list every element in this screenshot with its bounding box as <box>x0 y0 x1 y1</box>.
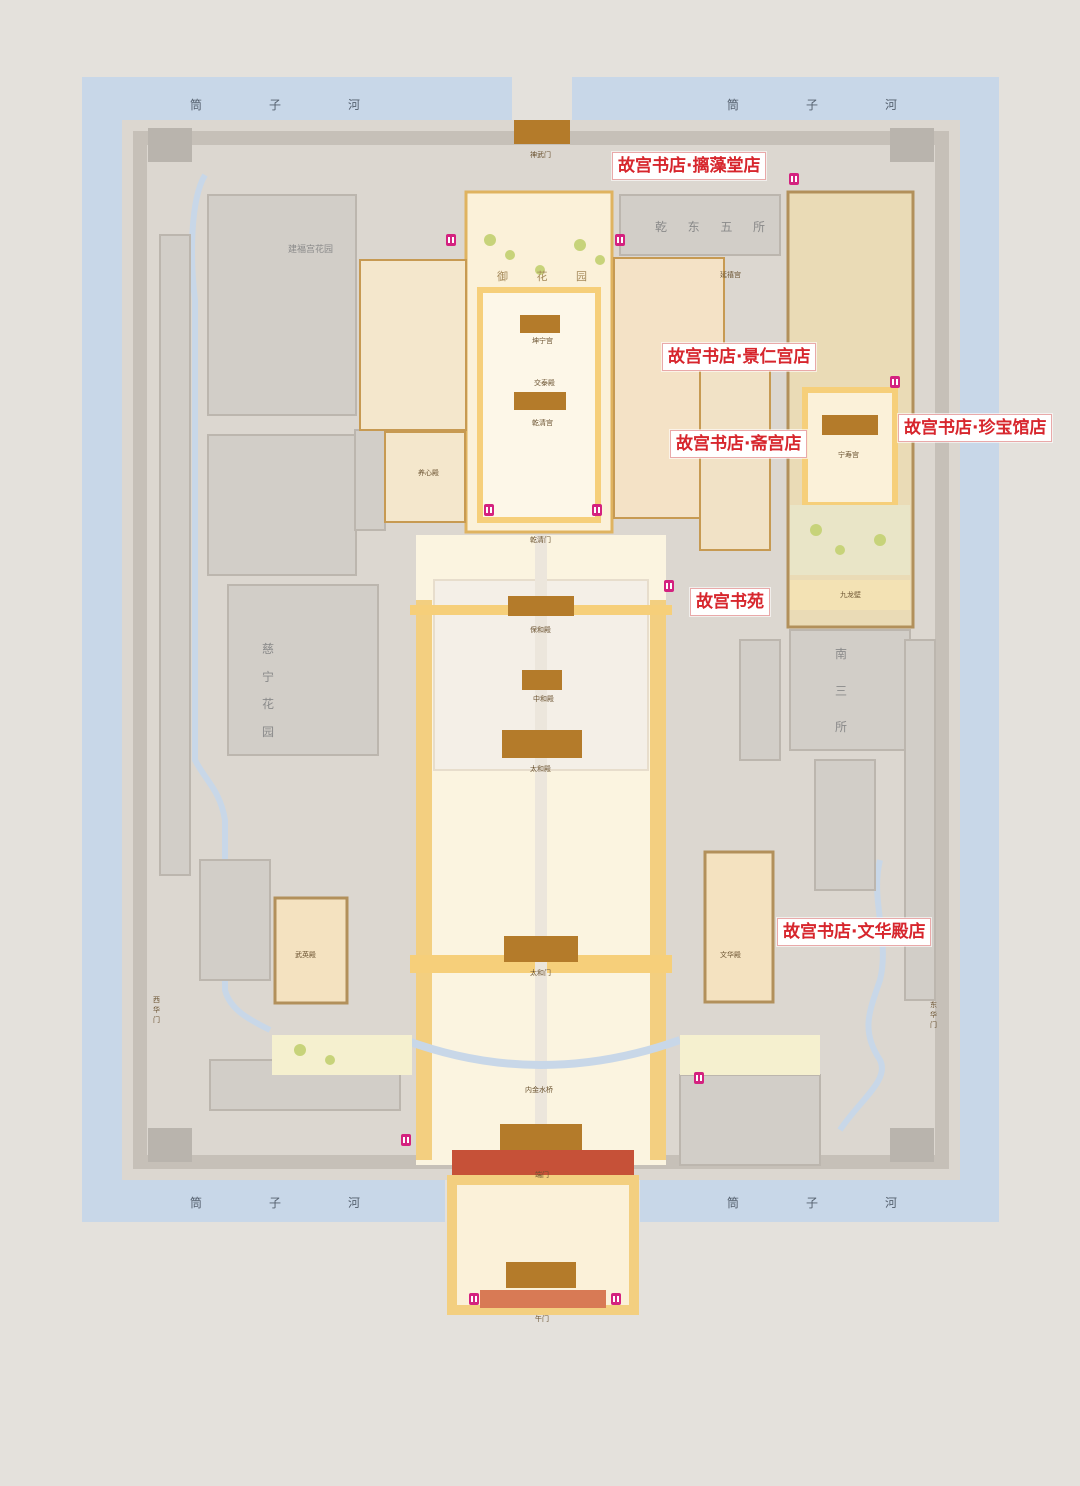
area-char: 五 <box>720 220 733 234</box>
label-qianqinggong: 乾清宫 <box>532 419 553 427</box>
moat-char: 河 <box>884 1196 897 1210</box>
label-taihedian: 太和殿 <box>530 765 551 773</box>
label-neijinshuiqiao: 内金水桥 <box>525 1086 553 1094</box>
restroom-icon <box>611 1293 621 1305</box>
moat-char: 河 <box>347 98 360 112</box>
label-donghuamen: 东华门 <box>930 1001 937 1029</box>
area-char: 宁 <box>262 669 275 684</box>
restroom-icon <box>446 234 456 246</box>
label-yanxigong: 延禧宫 <box>720 271 741 279</box>
label-baohedian: 保和殿 <box>530 626 551 634</box>
store-label-jingren[interactable]: 故宫书店·景仁宫店 <box>662 343 817 371</box>
label-zhonghedian: 中和殿 <box>533 695 554 703</box>
moat-char: 筒 <box>190 1196 203 1210</box>
restroom-icon <box>789 173 799 185</box>
store-label-zhenbao[interactable]: 故宫书店·珍宝馆店 <box>898 414 1053 442</box>
area-char: 三 <box>835 683 848 698</box>
moat-char: 子 <box>805 98 818 112</box>
area-char: 乾 <box>655 220 668 234</box>
area-char: 花 <box>262 697 275 712</box>
area-char: 所 <box>752 220 765 234</box>
restroom-icon <box>615 234 625 246</box>
label-ningshougong: 宁寿宫 <box>838 451 859 459</box>
area-char: 南 <box>835 647 848 661</box>
label-jiaotaidian: 交泰殿 <box>534 379 555 387</box>
restroom-icon <box>664 580 674 592</box>
area-char: 园 <box>262 724 275 739</box>
treasury-complex <box>786 190 915 629</box>
area-char: 花 <box>536 270 548 283</box>
west-canal <box>189 173 272 1033</box>
store-label-zhaigong[interactable]: 故宫书店·斋宫店 <box>670 430 808 458</box>
moat-char: 河 <box>884 98 897 112</box>
label-wenhuadian: 文华殿 <box>720 951 741 959</box>
label-wumen: 午门 <box>535 1315 549 1323</box>
area-qiandong: 乾 东 五 所 <box>655 218 765 235</box>
store-label-shuyuan[interactable]: 故宫书苑 <box>690 588 770 616</box>
east-buildings <box>619 194 936 1166</box>
restroom-icon <box>890 376 900 388</box>
label-qianqingmen: 乾清门 <box>530 536 551 544</box>
label-kunninggong: 坤宁宫 <box>532 337 553 345</box>
restroom-icon <box>401 1134 411 1146</box>
area-cining: 慈 宁 花 园 <box>262 640 276 740</box>
area-yuhua: 御 花 园 <box>497 268 587 284</box>
restroom-icon <box>694 1072 704 1084</box>
east-canal <box>837 859 886 1132</box>
area-jianfu: 建福宫花园 <box>288 245 334 255</box>
moat-char: 河 <box>347 1196 360 1210</box>
moat-label-top-right: 筒 子 河 <box>727 96 897 113</box>
garden-trees <box>294 234 886 1065</box>
moat-label-bottom-right: 筒 子 河 <box>727 1194 897 1211</box>
moat-label-top-left: 筒 子 河 <box>190 96 360 113</box>
label-jiulongbi: 九龙壁 <box>840 591 861 599</box>
label-xihuamen: 西华门 <box>153 996 160 1024</box>
store-label-wenhua[interactable]: 故宫书店·文华殿店 <box>777 918 932 946</box>
moat-char: 筒 <box>190 98 203 112</box>
area-char: 园 <box>576 270 587 283</box>
hall-icons <box>500 120 878 1288</box>
corner-towers <box>148 128 934 1162</box>
area-char: 所 <box>835 720 848 734</box>
moat-char: 子 <box>268 1196 281 1210</box>
side-halls <box>272 850 820 1075</box>
label-wuyingdian: 武英殿 <box>295 951 316 959</box>
moat-label-bottom-left: 筒 子 河 <box>190 1194 360 1211</box>
moat-char: 筒 <box>727 98 740 112</box>
area-nansan: 南 三 所 <box>835 645 849 735</box>
area-char: 东 <box>687 220 700 234</box>
label-taihemen: 太和门 <box>530 969 551 977</box>
store-label-chizaotang[interactable]: 故宫书店·摛藻堂店 <box>612 152 767 180</box>
restroom-icon <box>484 504 494 516</box>
area-char: 慈 <box>262 642 275 656</box>
restroom-icon <box>592 504 602 516</box>
moat-char: 子 <box>805 1196 818 1210</box>
moat-char: 子 <box>268 98 281 112</box>
label-duanmen: 端门 <box>535 1171 549 1179</box>
moat <box>82 77 999 1222</box>
restroom-icon <box>469 1293 479 1305</box>
wumen-area <box>447 1150 639 1315</box>
label-shenwumen: 神武门 <box>530 151 551 159</box>
moat-char: 筒 <box>727 1196 740 1210</box>
area-char: 御 <box>497 270 508 283</box>
label-yangxindian: 养心殿 <box>418 469 439 477</box>
